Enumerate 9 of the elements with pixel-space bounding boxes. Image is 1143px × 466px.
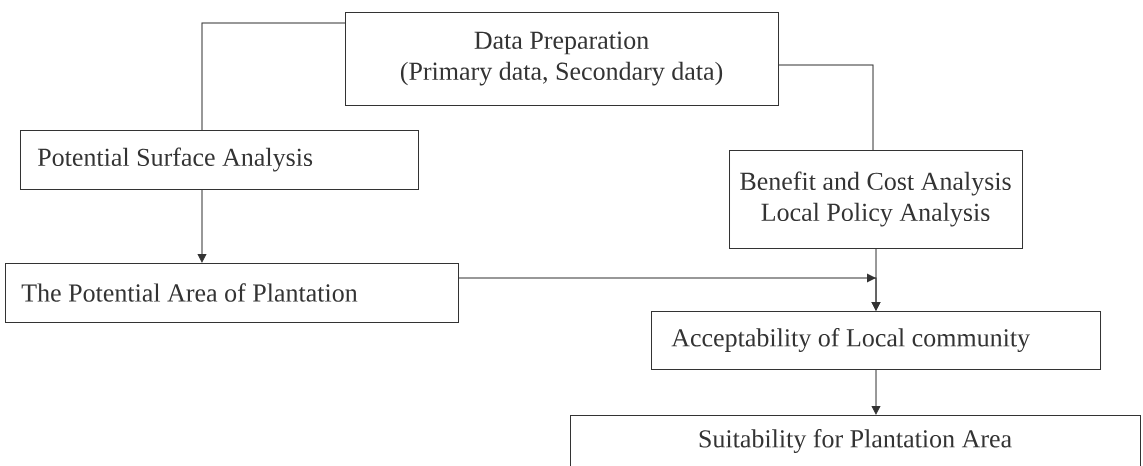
arrow bbox=[871, 248, 881, 311]
process-box: Data Preparation (Primary data, Secondary data) bbox=[345, 12, 779, 106]
arrow bbox=[197, 189, 207, 263]
process-box: Benefit and Cost Analysis Local Policy Analysis bbox=[729, 150, 1023, 249]
process-box: The Potential Area of Plantation bbox=[5, 263, 459, 323]
process-box: Acceptability of Local community bbox=[651, 311, 1101, 370]
arrow bbox=[871, 369, 881, 415]
process-box: Potential Surface Analysis bbox=[20, 130, 419, 190]
process-box: Suitability for Plantation Area bbox=[570, 415, 1141, 466]
